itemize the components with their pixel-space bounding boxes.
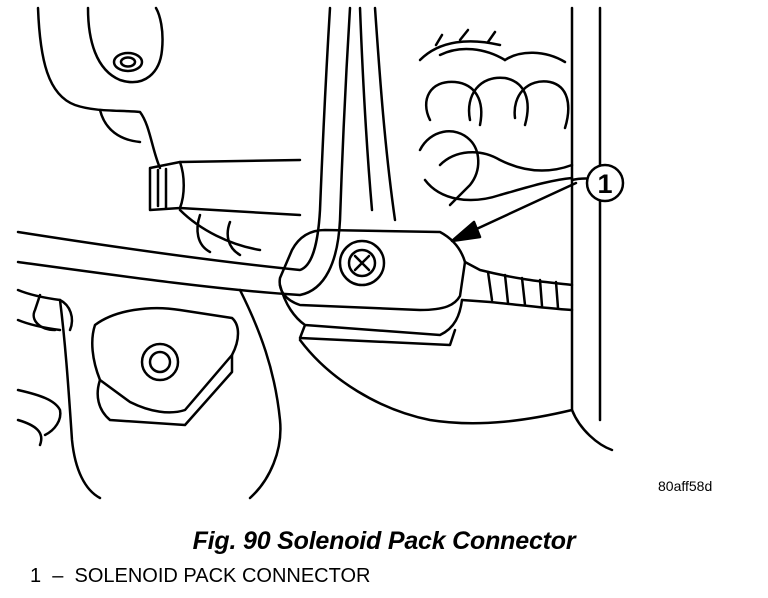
callout-leader <box>450 181 578 243</box>
figure-caption: Fig. 90 Solenoid Pack Connector <box>192 527 576 555</box>
wiring-harness <box>418 28 574 207</box>
solenoid-pack-connector <box>278 228 574 347</box>
legend-item: 1 – SOLENOID PACK CONNECTOR <box>30 565 370 588</box>
transmission-line <box>16 6 397 297</box>
case-edge <box>570 6 614 452</box>
mounting-bracket <box>91 306 240 427</box>
image-code: 80aff58d <box>658 478 713 494</box>
legend-label: SOLENOID PACK CONNECTOR <box>74 565 371 587</box>
legend-separator: – <box>52 565 64 587</box>
upper-housing <box>36 6 164 170</box>
transmission-body <box>16 208 574 500</box>
legend-number: 1 <box>30 565 42 587</box>
tube-fitting <box>148 158 302 217</box>
solenoid-pack-illustration: 1 <box>16 6 625 500</box>
callout-marker: 1 <box>585 163 625 203</box>
callout-number: 1 <box>597 169 612 199</box>
